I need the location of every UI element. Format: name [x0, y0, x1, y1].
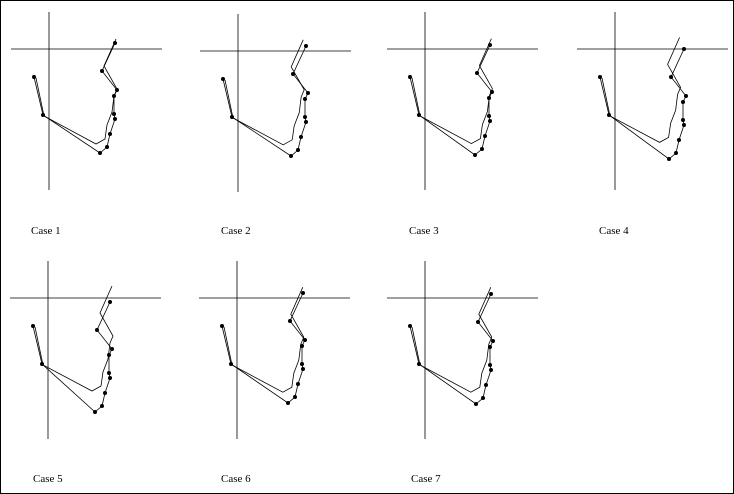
- case-4-landmark-point: [677, 138, 681, 142]
- case-3-pre-treatment-tracing: [411, 38, 493, 145]
- case-5-landmark-point: [110, 347, 114, 351]
- case-1-landmark-point: [112, 112, 116, 116]
- case-2-landmark-point: [221, 77, 225, 81]
- case-3-landmark-point: [487, 114, 491, 118]
- case-7-landmark-point: [489, 292, 493, 296]
- case-5-landmark-point: [107, 353, 111, 357]
- case-7-landmark-point: [489, 368, 493, 372]
- case-2-landmark-point: [289, 154, 293, 158]
- case-7-landmark-point: [484, 383, 488, 387]
- case-1-landmark-point: [105, 145, 109, 149]
- case-7-landmark-point: [481, 396, 485, 400]
- case-4-landmark-point: [669, 75, 673, 79]
- case-3-landmark-point: [408, 75, 412, 79]
- case-5-landmark-point: [100, 404, 104, 408]
- case-5-label: Case 5: [33, 473, 63, 485]
- case-2-landmark-point: [291, 72, 295, 76]
- case-2-landmark-point: [304, 44, 308, 48]
- case-5-landmark-point: [95, 328, 99, 332]
- case-6-landmark-point: [303, 338, 307, 342]
- case-6-landmark-point: [296, 382, 300, 386]
- case-2-landmark-point: [230, 115, 234, 119]
- case-3-landmark-point: [475, 71, 479, 75]
- case-4-landmark-point: [682, 47, 686, 51]
- case-7-landmark-point: [476, 320, 480, 324]
- case-3-landmark-point: [487, 96, 491, 100]
- case-6-landmark-point: [293, 395, 297, 399]
- case-2-landmark-point: [299, 135, 303, 139]
- case-4-landmark-point: [684, 94, 688, 98]
- case-6-landmark-point: [229, 362, 233, 366]
- case-5-landmark-point: [108, 300, 112, 304]
- case-5-landmark-point: [40, 362, 44, 366]
- case-3-landmark-point: [488, 43, 492, 47]
- case-4-pre-treatment-tracing: [601, 37, 682, 143]
- case-2-landmark-point: [306, 91, 310, 95]
- case-7-label: Case 7: [411, 473, 441, 485]
- case-4-landmark-point: [682, 123, 686, 127]
- case-4-landmark-point: [674, 151, 678, 155]
- case-3-landmark-point: [488, 119, 492, 123]
- case-7-landmark-point: [474, 402, 478, 406]
- case-1-landmark-point: [41, 113, 45, 117]
- case-6-landmark-point: [288, 319, 292, 323]
- case-7-landmark-point: [488, 363, 492, 367]
- case-3-landmark-point: [490, 90, 494, 94]
- case-4-label: Case 4: [599, 225, 629, 237]
- case-5-landmark-point: [103, 391, 107, 395]
- case-3-post-treatment-tracing: [409, 44, 493, 156]
- case-1-label: Case 1: [31, 225, 61, 237]
- case-6-landmark-point: [300, 362, 304, 366]
- case-1-landmark-point: [115, 88, 119, 92]
- case-1-landmark-point: [32, 75, 36, 79]
- case-6-landmark-point: [220, 324, 224, 328]
- case-4-landmark-point: [681, 100, 685, 104]
- case-7-landmark-point: [408, 324, 412, 328]
- case-1-landmark-point: [113, 41, 117, 45]
- case-3-landmark-point: [480, 147, 484, 151]
- case-5-post-treatment-tracing: [32, 301, 113, 413]
- case-6-landmark-point: [301, 291, 305, 295]
- case-4-landmark-point: [681, 118, 685, 122]
- case-1-landmark-point: [108, 132, 112, 136]
- case-6-label: Case 6: [221, 473, 251, 485]
- case-7-pre-treatment-tracing: [411, 287, 493, 393]
- case-1-landmark-point: [100, 69, 104, 73]
- case-2-landmark-point: [303, 115, 307, 119]
- case-2-landmark-point: [296, 148, 300, 152]
- case-3-label: Case 3: [409, 225, 439, 237]
- case-7-landmark-point: [417, 362, 421, 366]
- case-6-landmark-point: [286, 401, 290, 405]
- case-1-post-treatment-tracing: [33, 42, 118, 154]
- case-2-landmark-point: [304, 120, 308, 124]
- case-5-landmark-point: [31, 324, 35, 328]
- case-2-pre-treatment-tracing: [224, 39, 305, 146]
- case-6-pre-treatment-tracing: [223, 287, 305, 393]
- case-5-landmark-point: [107, 371, 111, 375]
- case-1-pre-treatment-tracing: [35, 38, 118, 145]
- case-2-label: Case 2: [221, 225, 251, 237]
- case-2-landmark-point: [303, 97, 307, 101]
- case-4-landmark-point: [598, 75, 602, 79]
- case-4-post-treatment-tracing: [599, 48, 687, 160]
- case-1-landmark-point: [112, 94, 116, 98]
- case-5-pre-treatment-tracing: [34, 285, 114, 392]
- case-6-landmark-point: [300, 344, 304, 348]
- case-7-landmark-point: [488, 345, 492, 349]
- case-4-landmark-point: [607, 113, 611, 117]
- case-4-landmark-point: [667, 157, 671, 161]
- case-5-landmark-point: [108, 376, 112, 380]
- case-3-landmark-point: [483, 134, 487, 138]
- case-3-landmark-point: [473, 153, 477, 157]
- case-7-landmark-point: [491, 339, 495, 343]
- case-5-landmark-point: [93, 410, 97, 414]
- case-1-landmark-point: [98, 151, 102, 155]
- case-6-landmark-point: [301, 367, 305, 371]
- case-1-landmark-point: [113, 117, 117, 121]
- case-2-post-treatment-tracing: [222, 45, 309, 157]
- case-3-landmark-point: [417, 113, 421, 117]
